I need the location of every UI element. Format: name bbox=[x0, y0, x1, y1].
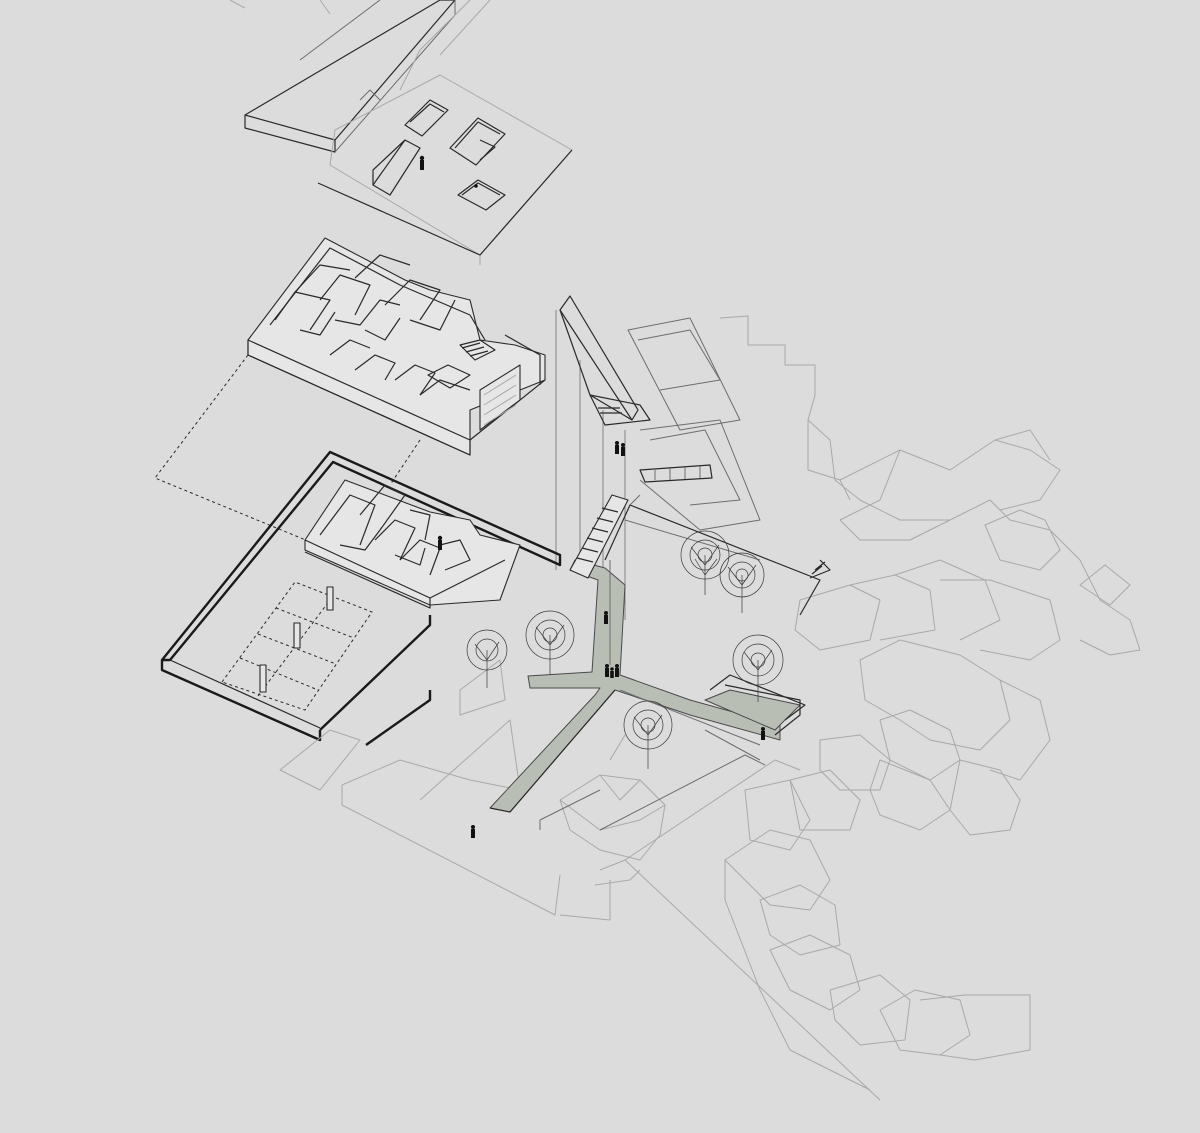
upper-right-building bbox=[559, 295, 831, 579]
people bbox=[419, 155, 765, 838]
tree-icon bbox=[680, 530, 730, 595]
person-icon bbox=[437, 535, 443, 550]
person-icon bbox=[615, 664, 619, 677]
person-icon bbox=[474, 184, 478, 188]
person-icon bbox=[615, 441, 619, 454]
tree-icon bbox=[732, 634, 784, 702]
person-icon bbox=[419, 155, 425, 170]
tree-icon bbox=[466, 629, 508, 688]
partition-floor bbox=[247, 237, 546, 456]
site-and-walkways bbox=[489, 494, 821, 831]
tree-icon bbox=[623, 700, 673, 769]
person-icon bbox=[605, 664, 609, 677]
person-icon bbox=[621, 443, 625, 456]
person-icon bbox=[610, 667, 614, 678]
person-icon bbox=[761, 727, 765, 740]
trees bbox=[466, 530, 784, 769]
surrounding-context bbox=[341, 315, 1141, 1101]
tree-icon bbox=[525, 610, 575, 675]
tree-icon bbox=[719, 552, 765, 613]
ground-floor-walls bbox=[160, 450, 562, 791]
person-icon bbox=[604, 611, 608, 624]
person-icon bbox=[471, 825, 475, 838]
roof-and-upper-floor bbox=[229, 0, 573, 265]
